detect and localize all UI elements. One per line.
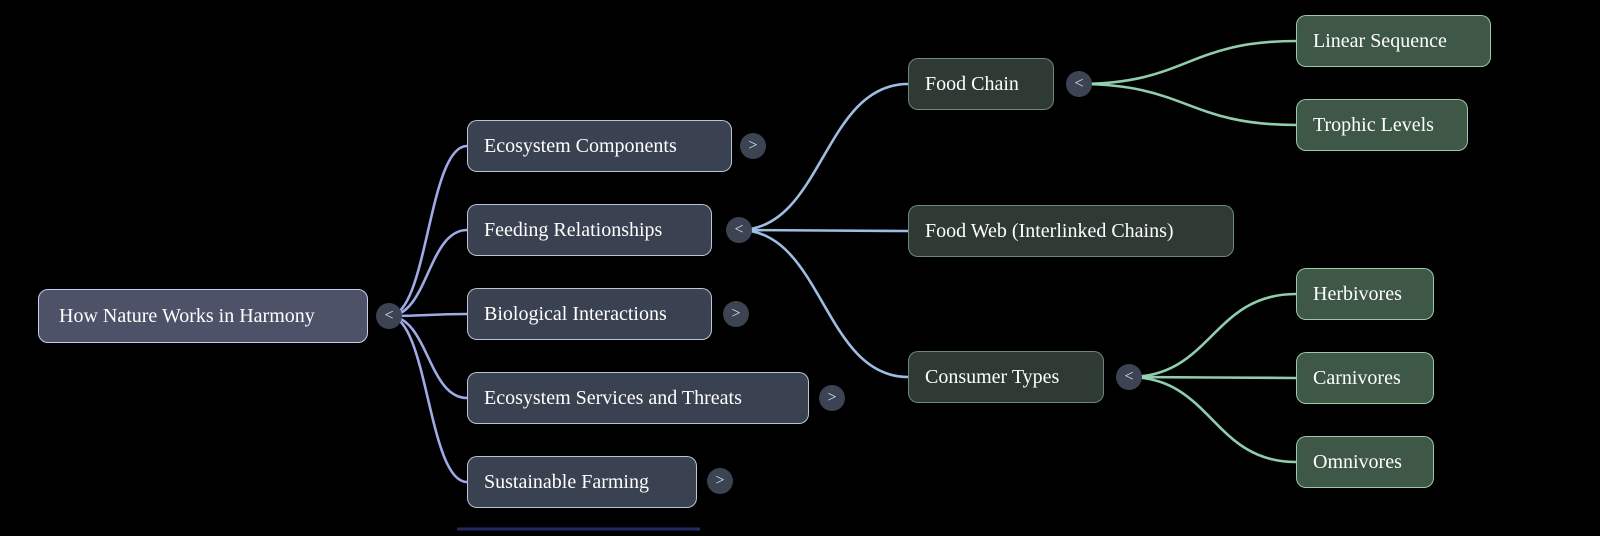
edge-feeding-to-consumer-types: [737, 228, 910, 379]
node-linear-sequence[interactable]: Linear Sequence: [1296, 15, 1491, 67]
edge-root-to-ecosystem-components: [387, 144, 469, 318]
edge-feeding-to-food-chain: [737, 82, 910, 232]
toggle-sustainable-farming[interactable]: >: [707, 468, 733, 494]
node-label: Carnivores: [1313, 366, 1401, 389]
toggle-ecosystem-components[interactable]: >: [740, 133, 766, 159]
node-label: Food Chain: [925, 72, 1019, 95]
edge-feeding-to-food-web: [737, 228, 910, 233]
node-label: Omnivores: [1313, 450, 1402, 473]
node-root-label: How Nature Works in Harmony: [59, 304, 315, 327]
edge-food-chain-to-trophic-levels: [1077, 82, 1298, 127]
toggle-root[interactable]: <: [376, 303, 402, 329]
edge-consumer-to-herbivores: [1127, 292, 1298, 379]
node-label: Feeding Relationships: [484, 218, 663, 241]
toggle-biological-interactions[interactable]: >: [723, 301, 749, 327]
node-food-web[interactable]: Food Web (Interlinked Chains): [908, 205, 1234, 257]
edge-consumer-to-carnivores: [1127, 375, 1298, 380]
edge-root-to-feeding-relationships: [387, 228, 469, 318]
node-label: Food Web (Interlinked Chains): [925, 219, 1174, 242]
node-label: Sustainable Farming: [484, 470, 649, 493]
edge-food-chain-to-linear-sequence: [1077, 39, 1298, 86]
node-root[interactable]: How Nature Works in Harmony: [38, 289, 368, 343]
node-biological-interactions[interactable]: Biological Interactions: [467, 288, 712, 340]
node-label: Biological Interactions: [484, 302, 667, 325]
node-label: Trophic Levels: [1313, 113, 1434, 136]
node-feeding-relationships[interactable]: Feeding Relationships: [467, 204, 712, 256]
node-ecosystem-components[interactable]: Ecosystem Components: [467, 120, 732, 172]
node-omnivores[interactable]: Omnivores: [1296, 436, 1434, 488]
node-label: Linear Sequence: [1313, 29, 1447, 52]
node-food-chain[interactable]: Food Chain: [908, 58, 1054, 110]
edge-consumer-to-omnivores: [1127, 375, 1298, 464]
toggle-consumer-types[interactable]: <: [1116, 364, 1142, 390]
node-herbivores[interactable]: Herbivores: [1296, 268, 1434, 320]
node-consumer-types[interactable]: Consumer Types: [908, 351, 1104, 403]
toggle-ecosystem-services-and-threats[interactable]: >: [819, 385, 845, 411]
node-label: Ecosystem Components: [484, 134, 677, 157]
node-sustainable-farming[interactable]: Sustainable Farming: [467, 456, 697, 508]
edge-root-to-sustainable-farming: [387, 314, 469, 484]
node-label: Herbivores: [1313, 282, 1402, 305]
node-label: Ecosystem Services and Threats: [484, 386, 742, 409]
edge-root-to-ecosystem-services: [387, 314, 469, 400]
node-ecosystem-services-and-threats[interactable]: Ecosystem Services and Threats: [467, 372, 809, 424]
node-carnivores[interactable]: Carnivores: [1296, 352, 1434, 404]
toggle-food-chain[interactable]: <: [1066, 71, 1092, 97]
node-label: Consumer Types: [925, 365, 1060, 388]
toggle-feeding-relationships[interactable]: <: [726, 217, 752, 243]
node-trophic-levels[interactable]: Trophic Levels: [1296, 99, 1468, 151]
